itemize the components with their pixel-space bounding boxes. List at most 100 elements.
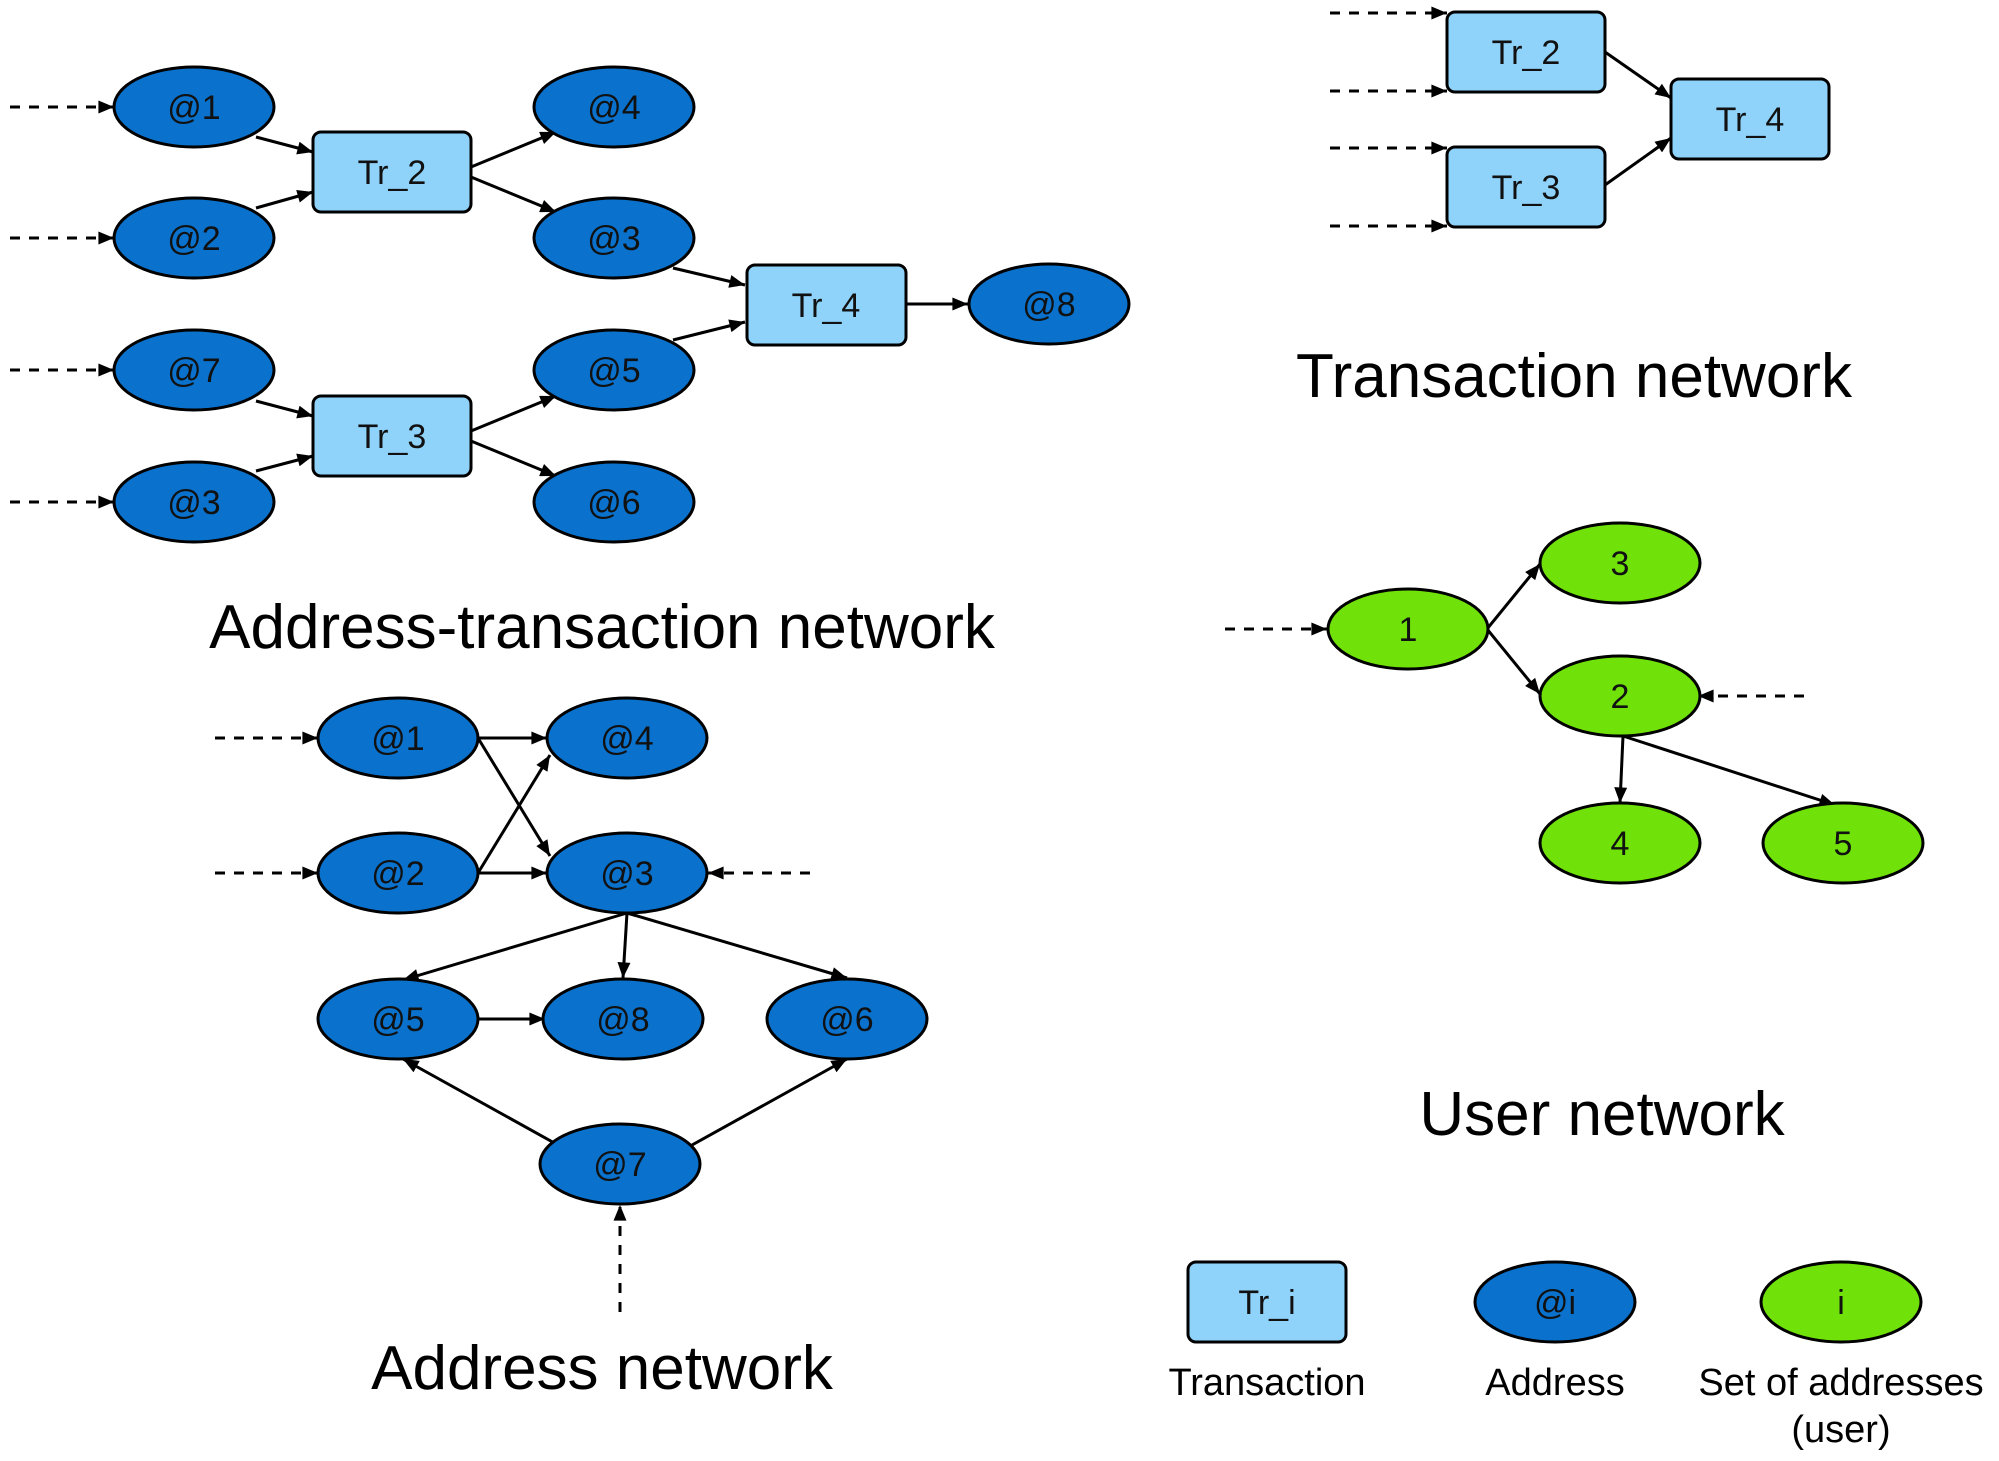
dashed-input-arrows: [215, 731, 810, 1312]
edge: [470, 175, 557, 214]
node-label: 3: [1611, 545, 1630, 583]
node-label: 5: [1834, 825, 1853, 863]
transaction-node-tr-3: Tr_3: [1445, 145, 1607, 229]
user-node-2: 2: [1538, 654, 1702, 738]
address-node-at-6: @6: [532, 460, 696, 544]
address-node-at-3b: @3: [532, 196, 696, 280]
edge: [1604, 136, 1672, 187]
node-label: @3: [167, 484, 220, 522]
legend-user-label-line1: Set of addresses: [1698, 1362, 1983, 1404]
transaction-node-tr-4: Tr_4: [1669, 77, 1831, 161]
edge: [402, 1057, 559, 1147]
node-label: Tr_3: [1492, 169, 1561, 207]
edge: [1485, 628, 1542, 695]
node-label: 4: [1611, 825, 1630, 863]
dashed-input-arrows: [10, 100, 114, 509]
user-node-4: 4: [1538, 801, 1702, 885]
transaction-node-tr-2: Tr_2: [1445, 10, 1607, 94]
edge: [476, 754, 552, 874]
address-transaction-network: @1 @2 @7 @3 @4 @3 @5 @6: [10, 65, 1131, 662]
user-network-title: User network: [1419, 1080, 1785, 1149]
legend-address: @i Address: [1473, 1260, 1637, 1404]
legend-user-label-line2: (user): [1791, 1409, 1890, 1451]
node-label: @3: [600, 855, 653, 893]
edge: [1622, 734, 1836, 807]
edge: [255, 399, 314, 419]
dashed-input-arrows: [1225, 622, 1804, 703]
node-label: Tr_2: [358, 154, 427, 192]
legend-transaction: Tr_i Transaction: [1168, 1260, 1366, 1404]
legend-address-symbol: @i: [1534, 1284, 1576, 1322]
edges: [1485, 563, 1836, 807]
node-label: @4: [600, 720, 653, 758]
transaction-node-tr-4: Tr_4: [745, 263, 908, 347]
address-node-at-4: @4: [545, 696, 709, 780]
node-label: @1: [167, 89, 220, 127]
address-node-at-3: @3: [112, 460, 276, 544]
address-node-at-8: @8: [967, 262, 1131, 346]
address-node-at-2: @2: [316, 831, 480, 915]
address-node-at-7: @7: [112, 328, 276, 412]
dashed-input-arrows: [1330, 6, 1447, 233]
address-node-at-5: @5: [532, 328, 696, 412]
node-label: @2: [167, 220, 220, 258]
address-node-at-7: @7: [538, 1122, 702, 1206]
edge: [470, 130, 557, 169]
node-label: @6: [820, 1001, 873, 1039]
edge: [1485, 563, 1542, 630]
address-node-at-5: @5: [316, 977, 480, 1061]
edge: [672, 266, 746, 288]
address-node-at-8: @8: [541, 977, 705, 1061]
edge: [402, 911, 628, 982]
address-transaction-network-title: Address-transaction network: [209, 593, 996, 662]
user-node-3: 3: [1538, 521, 1702, 605]
node-label: 2: [1611, 678, 1630, 716]
legend-transaction-symbol: Tr_i: [1238, 1284, 1295, 1322]
edge: [1604, 50, 1672, 100]
user-node-5: 5: [1761, 801, 1925, 885]
edges: [1604, 50, 1672, 187]
address-node-at-2: @2: [112, 196, 276, 280]
node-label: @1: [371, 720, 424, 758]
address-node-at-1: @1: [112, 65, 276, 149]
node-label: Tr_4: [792, 287, 861, 325]
edge: [626, 911, 848, 980]
edge: [1614, 735, 1628, 804]
node-label: @7: [167, 352, 220, 390]
node-label: Tr_3: [358, 418, 427, 456]
edge: [255, 453, 314, 473]
address-node-at-3: @3: [545, 831, 709, 915]
edge: [255, 189, 314, 210]
node-label: @5: [371, 1001, 424, 1039]
edge: [255, 135, 314, 155]
legend-transaction-label: Transaction: [1168, 1362, 1365, 1404]
node-label: Tr_4: [1716, 101, 1785, 139]
transaction-node-tr-2: Tr_2: [311, 130, 473, 214]
legend-address-label: Address: [1485, 1362, 1624, 1404]
node-label: @2: [371, 855, 424, 893]
node-label: 1: [1399, 611, 1418, 649]
node-label: @4: [587, 89, 640, 127]
node-label: @8: [596, 1001, 649, 1039]
user-node-1: 1: [1326, 587, 1490, 671]
edge: [470, 439, 557, 478]
address-node-at-6: @6: [765, 977, 929, 1061]
node-label: @8: [1022, 286, 1075, 324]
edge: [470, 394, 557, 433]
edge: [617, 912, 631, 979]
edge: [691, 1057, 848, 1147]
edge: [672, 319, 746, 342]
legend: Tr_i Transaction @i Address i Set of add…: [1168, 1260, 1984, 1451]
node-label: @3: [587, 220, 640, 258]
edges: [402, 731, 848, 1147]
node-label: @7: [593, 1146, 646, 1184]
legend-user: i Set of addresses (user): [1698, 1260, 1984, 1451]
transaction-network: Tr_2 Tr_3 Tr_4 Transaction network: [1296, 6, 1853, 411]
edge: [476, 737, 552, 857]
address-node-at-4: @4: [532, 65, 696, 149]
user-network: 1 3 2 4 5 User network: [1225, 521, 1925, 1149]
address-node-at-1: @1: [316, 696, 480, 780]
address-network-title: Address network: [371, 1334, 834, 1403]
node-label: @5: [587, 352, 640, 390]
